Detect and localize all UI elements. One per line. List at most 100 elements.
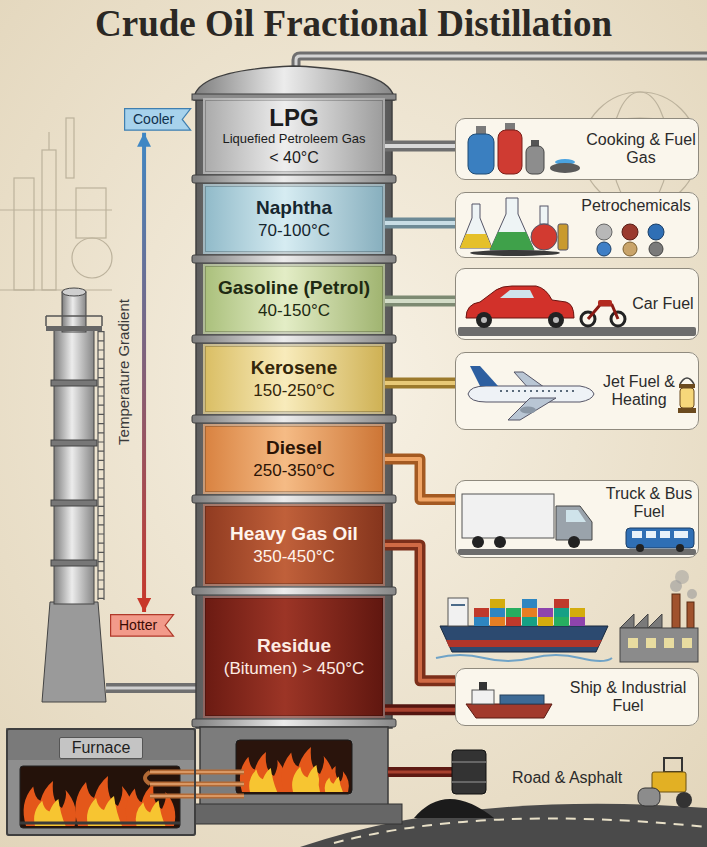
refinery-sketch bbox=[42, 150, 56, 290]
container-ship bbox=[522, 599, 537, 608]
container-ship bbox=[490, 608, 505, 617]
truck-bus-icons bbox=[646, 531, 656, 538]
container-ship bbox=[538, 617, 553, 626]
fraction-band: Kerosene150-250°C bbox=[203, 344, 385, 414]
side-tower bbox=[103, 331, 104, 600]
airplane-icon bbox=[468, 366, 594, 420]
product-label: Car Fuel bbox=[630, 295, 696, 313]
container-ship bbox=[436, 655, 612, 661]
product-panel-fill bbox=[455, 268, 699, 340]
pellet-icons bbox=[623, 242, 637, 256]
lantern-icon bbox=[679, 384, 695, 388]
side-tower bbox=[106, 683, 196, 693]
fraction-band: Naphtha70-100°C bbox=[203, 184, 385, 254]
container-ship bbox=[570, 617, 585, 626]
pipe-group bbox=[385, 223, 455, 224]
side-tower bbox=[51, 440, 97, 446]
side-tower bbox=[42, 288, 196, 702]
factory-icon bbox=[620, 570, 698, 662]
pipe-highlight bbox=[385, 545, 455, 681]
factory-icon bbox=[682, 638, 692, 648]
product-box: Truck & Bus Fuel bbox=[455, 480, 699, 558]
product-panel-fill bbox=[455, 668, 699, 726]
scene-label: Road & Asphalt bbox=[512, 768, 622, 787]
fraction-band: LPGLiquefied Petroleem Gas< 40°C bbox=[203, 98, 385, 174]
boiling-range: 350-450°C bbox=[211, 547, 377, 567]
product-label: Cooking & Fuel Gas bbox=[586, 131, 696, 168]
column-base bbox=[186, 727, 402, 824]
column-base bbox=[236, 740, 352, 794]
gas-bottle-icons bbox=[526, 146, 544, 174]
gradient-arrow-line bbox=[142, 133, 146, 612]
road-roller-icon bbox=[638, 758, 692, 808]
product-pipe bbox=[385, 378, 455, 389]
car-icon bbox=[476, 312, 492, 328]
furnace-illustration bbox=[24, 781, 76, 826]
factory-icon bbox=[620, 614, 662, 628]
container-ship bbox=[538, 608, 553, 617]
heating-coil bbox=[145, 772, 150, 784]
product-panel-fill bbox=[455, 192, 699, 258]
product-box: Cooking & Fuel Gas bbox=[455, 118, 699, 180]
airplane-icon bbox=[520, 407, 536, 414]
pipe-group bbox=[385, 709, 455, 710]
gas-bottle-icons bbox=[468, 134, 494, 174]
truck-bus-icons bbox=[472, 536, 484, 548]
fraction-name: Gasoline (Petrol) bbox=[211, 277, 377, 299]
pipe-group bbox=[385, 146, 455, 147]
side-tower bbox=[45, 316, 47, 326]
furnace-illustration bbox=[126, 784, 176, 827]
product-label: Jet Fuel & Heating bbox=[600, 373, 678, 410]
truck-bus-icons bbox=[674, 531, 688, 538]
car-icon bbox=[598, 300, 612, 306]
flask-icons bbox=[460, 234, 492, 248]
refinery-sketch bbox=[72, 238, 112, 278]
container-ship bbox=[474, 617, 489, 626]
gradient-tag-label: Hotter bbox=[119, 617, 157, 634]
factory-icon bbox=[687, 589, 697, 599]
furnace-illustration bbox=[20, 822, 180, 825]
boiling-range: 250-350°C bbox=[211, 461, 377, 481]
pipe-group bbox=[385, 545, 455, 681]
container-ship bbox=[436, 598, 612, 661]
side-tower bbox=[106, 687, 196, 690]
truck-bus-icons bbox=[568, 536, 580, 548]
side-tower bbox=[46, 315, 102, 317]
container-ship bbox=[522, 608, 537, 617]
side-tower bbox=[62, 288, 86, 296]
asphalt-barrel bbox=[452, 781, 486, 783]
truck-bus-icons bbox=[566, 510, 586, 522]
container-ship bbox=[570, 608, 585, 617]
container-ship bbox=[440, 626, 608, 652]
side-tower bbox=[51, 380, 97, 386]
tag-shape bbox=[111, 615, 174, 637]
car-icon bbox=[548, 312, 564, 328]
column-shell bbox=[192, 66, 396, 728]
gas-bottle-icons bbox=[468, 123, 580, 174]
flask-icons bbox=[540, 206, 548, 224]
container-ship bbox=[554, 608, 569, 617]
gas-bottle-icons bbox=[498, 130, 522, 174]
side-tower bbox=[51, 560, 97, 566]
boiling-range: 150-250°C bbox=[211, 381, 377, 401]
column-base bbox=[186, 804, 402, 824]
refinery-sketch bbox=[0, 289, 112, 290]
furnace-label: Furnace bbox=[59, 737, 144, 759]
side-tower bbox=[51, 500, 97, 506]
side-tower bbox=[42, 602, 106, 702]
heating-coil bbox=[150, 772, 244, 796]
airplane-icon bbox=[470, 366, 498, 386]
airplane-icon bbox=[500, 390, 574, 392]
flask-icons bbox=[460, 204, 492, 248]
factory-icon bbox=[646, 638, 656, 648]
car-icon bbox=[458, 327, 696, 336]
column-shell bbox=[192, 587, 396, 595]
pipe-highlight bbox=[385, 221, 455, 225]
tanker-ship-icon bbox=[472, 690, 494, 704]
gradient-tag-label: Cooler bbox=[133, 111, 174, 128]
fraction-name: Kerosene bbox=[211, 357, 377, 379]
cooler-tag: Cooler bbox=[124, 108, 191, 131]
